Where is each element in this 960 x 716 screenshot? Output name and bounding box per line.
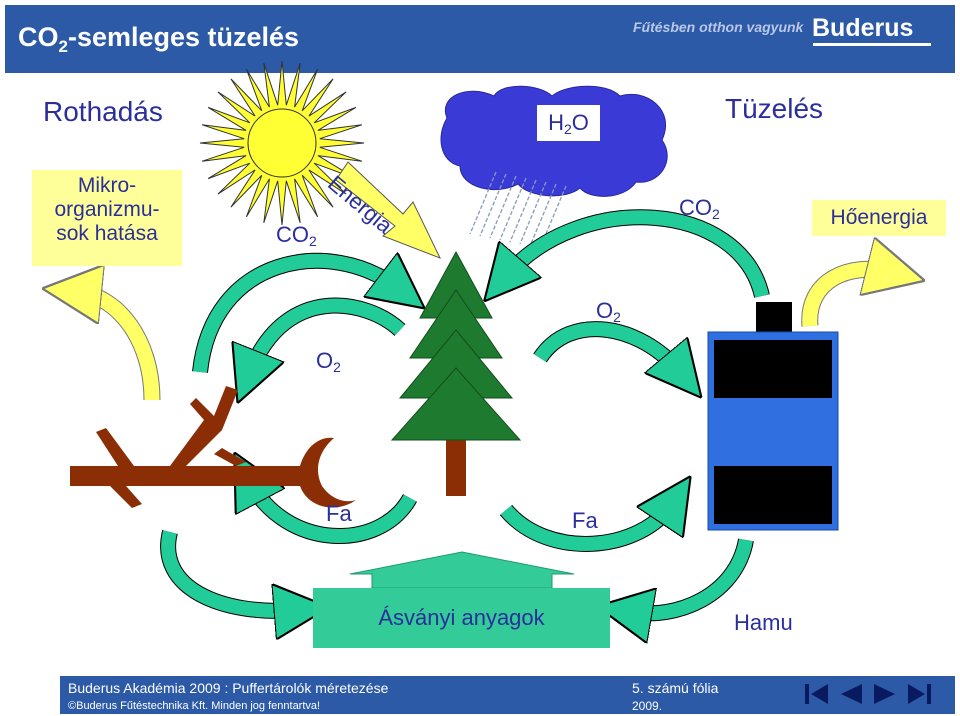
sun-icon bbox=[199, 60, 365, 226]
slide-title: CO2-semleges tüzelés bbox=[18, 22, 300, 56]
o2-right-label: O2 bbox=[596, 298, 621, 325]
minerals-arrow bbox=[349, 551, 575, 589]
footer-course: Buderus Akadémia 2009 : Puffertárolók mé… bbox=[68, 680, 389, 696]
first-slide-icon[interactable] bbox=[804, 680, 830, 708]
boiler-icon bbox=[707, 302, 839, 531]
tree-icon bbox=[390, 250, 522, 496]
microorganism-label: Mikro- organizmu- sok hatása bbox=[32, 170, 182, 266]
energy-arrow bbox=[335, 161, 441, 259]
heat-energy-label: Hőenergia bbox=[812, 200, 946, 236]
brand-underline bbox=[813, 43, 931, 46]
wood-left-label: Fa bbox=[326, 501, 352, 526]
tagline: Fűtésben otthon vagyunk bbox=[633, 19, 804, 35]
brand-logo: Buderus bbox=[812, 14, 914, 42]
minerals-label: Ásványi anyagok bbox=[378, 605, 545, 630]
wood-right-label: Fa bbox=[572, 508, 598, 533]
co2-right-label: CO2 bbox=[679, 195, 720, 222]
minerals-box bbox=[313, 588, 610, 648]
footer-slide-number: 5. számú fólia bbox=[632, 680, 719, 696]
co2-left-label: CO2 bbox=[276, 222, 317, 249]
water-label: H2O bbox=[537, 105, 600, 141]
arrow-boiler-co2 bbox=[499, 209, 770, 299]
last-slide-icon[interactable] bbox=[906, 680, 932, 708]
cloud-icon bbox=[440, 85, 668, 197]
header-bar bbox=[5, 5, 955, 73]
log-icon bbox=[70, 386, 356, 508]
next-slide-icon[interactable] bbox=[872, 680, 898, 708]
footer-copyright: ©Buderus Fűtéstechnika Kft. Minden jog f… bbox=[68, 700, 321, 712]
heading-decay: Rothadás bbox=[43, 96, 163, 127]
previous-slide-icon[interactable] bbox=[838, 680, 864, 708]
footer-year: 2009. bbox=[632, 699, 663, 713]
ash-label: Hamu bbox=[734, 610, 793, 635]
o2-left-label: O2 bbox=[316, 348, 341, 375]
heading-burning: Tüzelés bbox=[725, 93, 824, 124]
